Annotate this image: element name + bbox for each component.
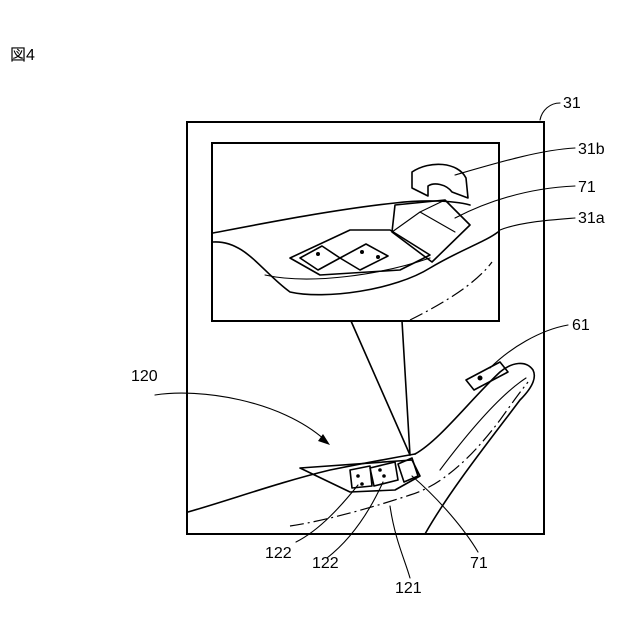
reference-numerals: 31 31b 71 31a 61 120 122 122 121 71 (131, 95, 605, 597)
figure-title: 図4 (10, 47, 35, 64)
leader-71-bottom (412, 476, 478, 552)
inset-armrest-crease (265, 258, 430, 279)
door-trim-panel (187, 122, 544, 534)
leader-122-right (327, 482, 383, 558)
label-120: 120 (131, 368, 158, 385)
label-31: 31 (563, 95, 581, 112)
label-121: 121 (395, 580, 422, 597)
leader-71-top (455, 186, 575, 218)
label-61: 61 (572, 317, 590, 334)
inset-enlarged-view (212, 143, 499, 321)
label-31b: 31b (578, 141, 605, 158)
rotation-arrow-icon (412, 164, 468, 198)
inset-window-switch-right (340, 244, 388, 270)
leader-31b (455, 148, 575, 175)
inset-armrest-top-edge (213, 201, 470, 233)
armrest-main-view (188, 362, 534, 534)
inset-trim-line (410, 262, 492, 320)
label-31a: 31a (578, 210, 605, 227)
leader-31 (540, 103, 560, 120)
label-71-bottom: 71 (470, 555, 488, 572)
leader-120 (155, 393, 325, 440)
inset-armrest-bottom-edge (213, 232, 498, 295)
outer-frame (187, 122, 544, 534)
window-switch-122-left (350, 466, 372, 488)
leader-121 (390, 506, 410, 578)
leader-61 (490, 325, 568, 368)
label-122-left: 122 (265, 545, 292, 562)
window-switch-122-right (370, 462, 398, 486)
door-pull-handle-inner (440, 378, 526, 470)
reference-leaders (155, 103, 575, 578)
label-122-right: 122 (312, 555, 339, 572)
magnification-callout (351, 321, 410, 455)
label-71-top: 71 (578, 179, 596, 196)
leader-31a (500, 218, 575, 230)
